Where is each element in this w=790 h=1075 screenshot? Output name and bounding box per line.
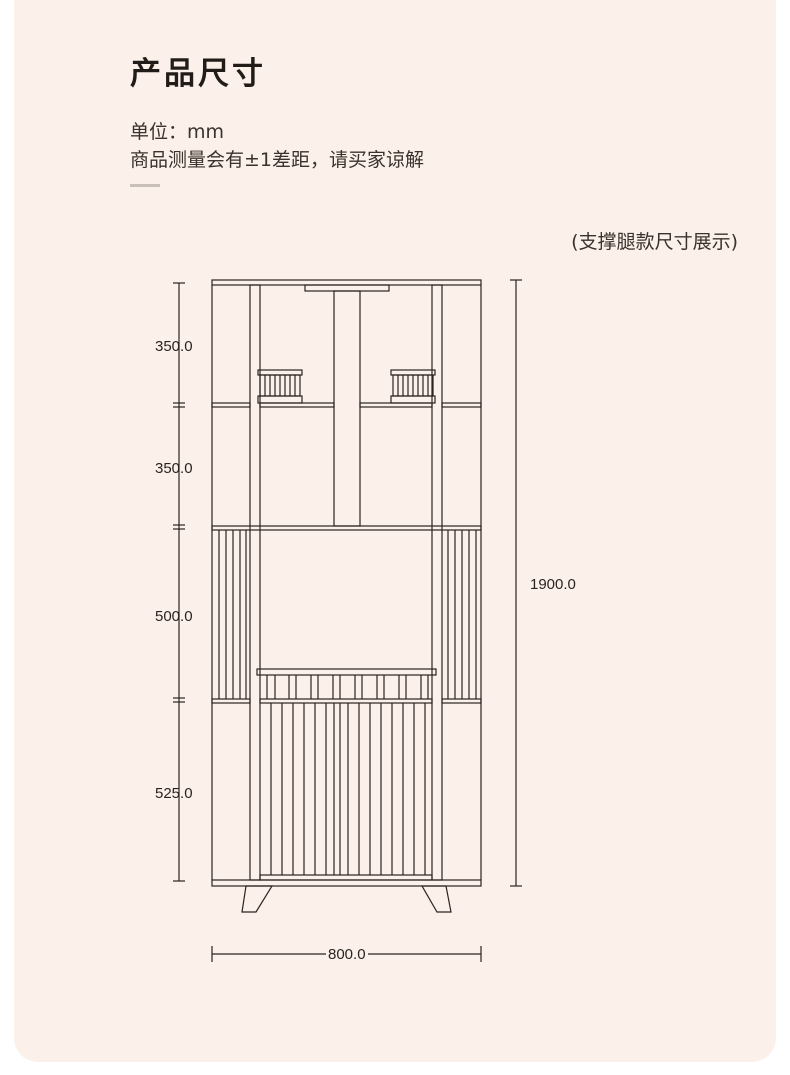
support-legs — [241, 885, 452, 913]
right-side-slats — [447, 530, 477, 699]
total-height-label: 1900.0 — [530, 576, 576, 593]
left-side-slats — [218, 530, 247, 699]
width-dimension — [211, 946, 482, 962]
shelf-boards — [211, 402, 482, 704]
width-label: 800.0 — [328, 946, 366, 963]
title-divider — [130, 184, 160, 187]
top-back-panel — [304, 284, 390, 527]
height-label-1: 350.0 — [155, 338, 193, 355]
shelf-outline — [211, 279, 482, 887]
height-dimension-chain — [173, 282, 185, 882]
gallery-rail — [256, 668, 437, 699]
total-height-dimension — [510, 279, 522, 887]
right-ornament — [390, 369, 436, 404]
measurement-note: 商品测量会有±1差距，请买家谅解 — [130, 149, 425, 171]
height-label-3: 500.0 — [155, 608, 193, 625]
height-label-2: 350.0 — [155, 460, 193, 477]
unit-text: 单位：mm — [130, 121, 225, 143]
page-title: 产品尺寸 — [130, 56, 266, 92]
height-label-4: 525.0 — [155, 785, 193, 802]
diagram-caption: (支撑腿款尺寸展示) — [571, 231, 738, 253]
content-card — [14, 0, 776, 1062]
left-ornament — [257, 369, 303, 404]
lower-cabinet-doors — [259, 703, 433, 881]
shelf-posts — [249, 284, 443, 881]
